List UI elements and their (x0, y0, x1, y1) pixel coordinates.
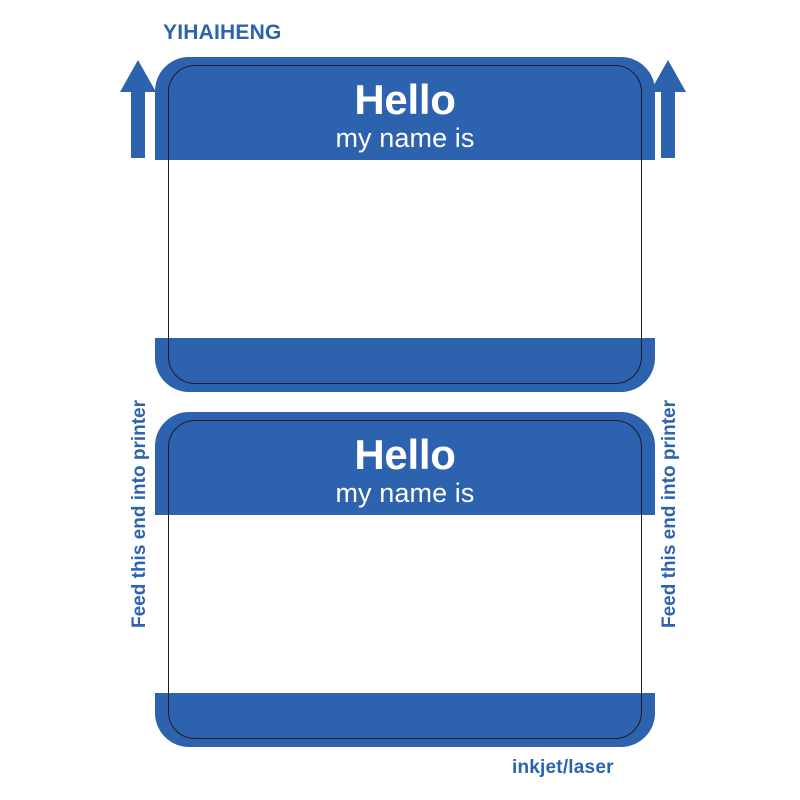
badge-write-area[interactable] (155, 515, 655, 693)
feed-indicator-left: Feed this end into printer (118, 58, 158, 628)
feed-instruction-right: Feed this end into printer (659, 399, 680, 628)
badge-header: Hello my name is (155, 76, 655, 154)
badge-hello-text: Hello (354, 431, 456, 478)
brand-wordmark: YIHAIHENG (163, 21, 282, 44)
badge-subtitle-text: my name is (335, 477, 475, 508)
arrow-up-icon (650, 60, 686, 158)
arrow-up-icon (120, 60, 156, 158)
feed-instruction-left: Feed this end into printer (129, 399, 150, 628)
badge-hello-text: Hello (354, 76, 456, 123)
badge-header: Hello my name is (155, 431, 655, 509)
name-badge-2[interactable]: Hello my name is (155, 412, 655, 747)
media-type-label: inkjet/laser (512, 757, 614, 778)
feed-indicator-right: Feed this end into printer (648, 58, 688, 628)
badge-write-area[interactable] (155, 160, 655, 338)
name-badge-1[interactable]: Hello my name is (155, 57, 655, 392)
badge-subtitle-text: my name is (335, 122, 475, 153)
